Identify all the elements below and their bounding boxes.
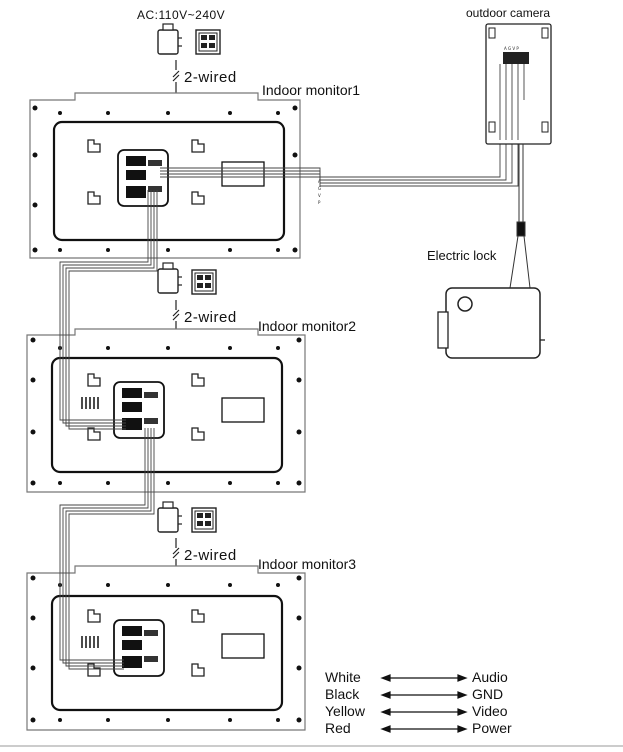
legend-signal-video: Video bbox=[472, 703, 508, 719]
indoor-monitor-1-label: Indoor monitor1 bbox=[262, 82, 361, 98]
indoor-monitor-2 bbox=[26, 328, 306, 493]
legend-arrows bbox=[380, 674, 468, 733]
outdoor-camera: A G V P bbox=[485, 23, 552, 145]
power-adapter-3 bbox=[157, 501, 217, 533]
indoor-monitor-3-label: Indoor monitor3 bbox=[258, 556, 357, 572]
wire-bundles bbox=[59, 140, 519, 670]
wiring-label-2: 2-wired bbox=[184, 309, 237, 326]
outdoor-camera-label: outdoor camera bbox=[466, 6, 551, 20]
power-adapter-1 bbox=[157, 23, 221, 55]
wiring-label-1: 2-wired bbox=[184, 69, 237, 86]
legend-signal-audio: Audio bbox=[472, 669, 508, 685]
legend-color-yellow: Yellow bbox=[325, 703, 365, 719]
indoor-monitor-3 bbox=[26, 565, 306, 731]
wall-outlet-3 bbox=[191, 507, 217, 533]
legend-signal-power: Power bbox=[472, 720, 512, 736]
indoor-monitor-2-label: Indoor monitor2 bbox=[258, 318, 357, 334]
electric-lock-label: Electric lock bbox=[427, 248, 497, 263]
wiring-label-3: 2-wired bbox=[184, 547, 237, 564]
svg-text:P: P bbox=[318, 200, 321, 205]
lock-cable bbox=[509, 144, 531, 289]
power-leads bbox=[156, 60, 180, 633]
svg-text:G: G bbox=[318, 186, 321, 191]
wall-outlet-2 bbox=[191, 269, 217, 295]
power-adapter-2 bbox=[157, 262, 217, 295]
wall-outlet-1 bbox=[195, 29, 221, 55]
electric-lock bbox=[437, 287, 545, 359]
svg-text:A: A bbox=[318, 179, 321, 184]
legend-color-red: Red bbox=[325, 720, 351, 736]
ac-power-label: AC:110V~240V bbox=[137, 8, 226, 22]
legend-color-white: White bbox=[325, 669, 361, 685]
svg-text:A G V P: A G V P bbox=[504, 46, 519, 51]
svg-text:V: V bbox=[318, 193, 321, 198]
legend-signal-gnd: GND bbox=[472, 686, 504, 702]
legend-color-black: Black bbox=[325, 686, 360, 702]
